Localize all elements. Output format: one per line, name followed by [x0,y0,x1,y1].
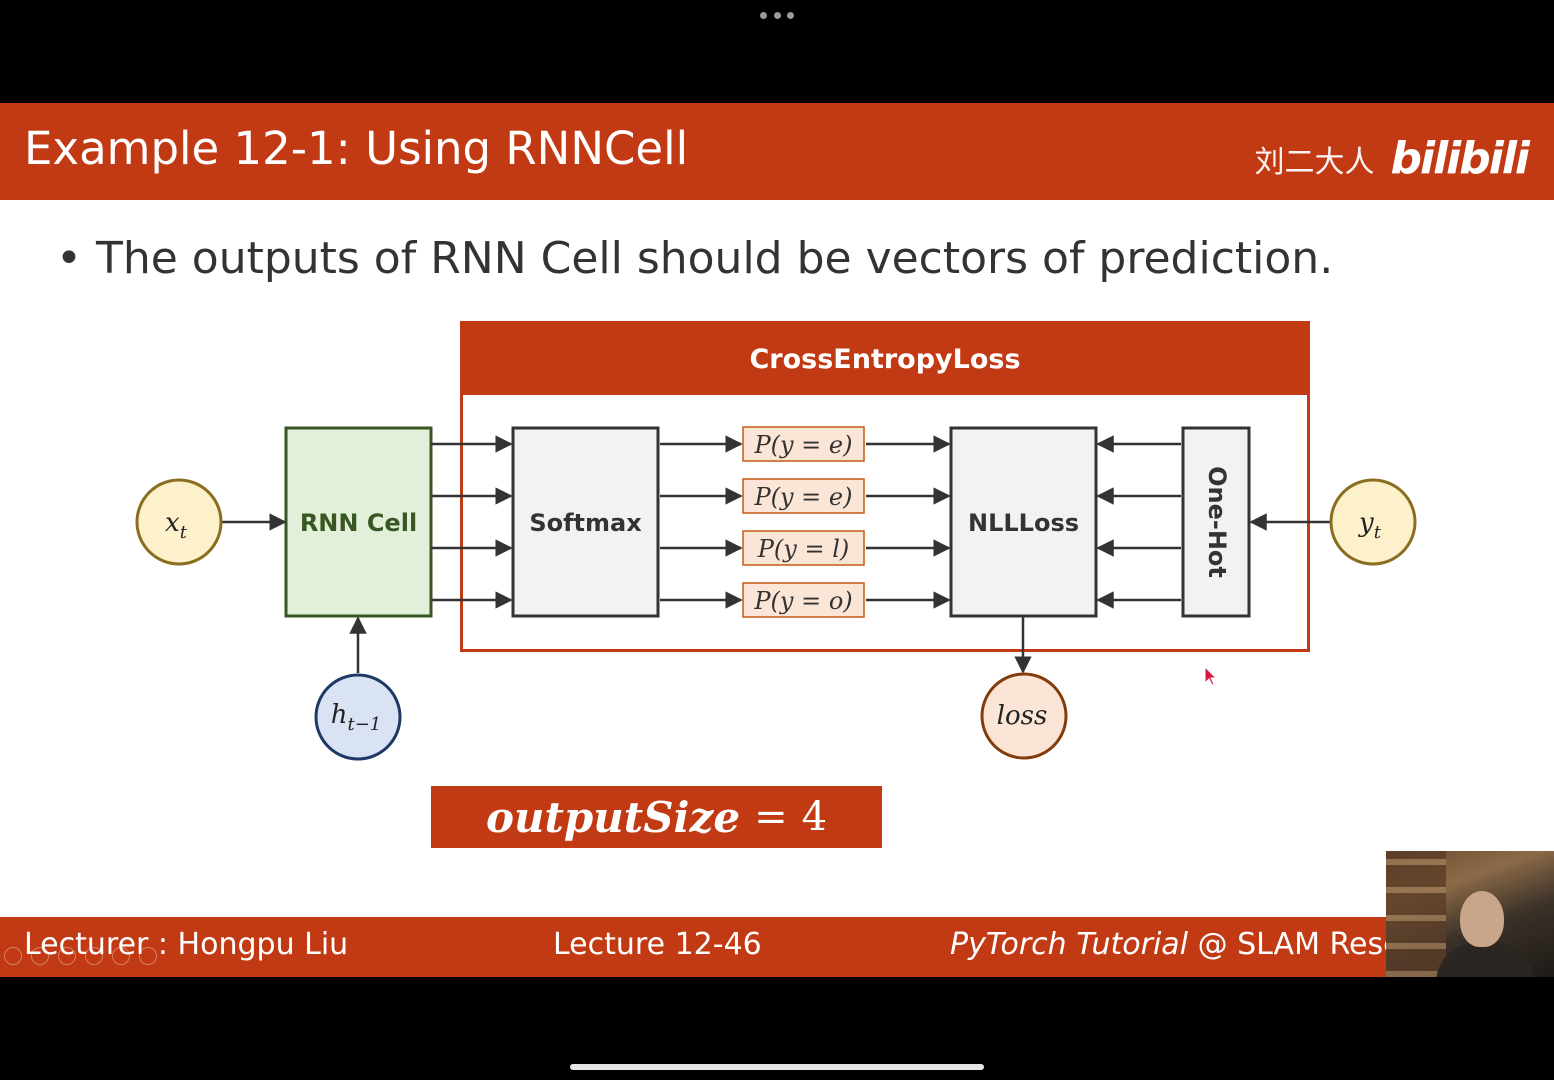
bullet-label: The outputs of RNN Cell should be vector… [95,233,1334,284]
output-size-label: outputSize [485,792,741,842]
prob-box-3 [742,530,865,566]
loss-node [980,672,1068,760]
presenter-face [1460,891,1504,947]
target-node-y [1329,478,1417,566]
nllloss-box [949,426,1098,618]
slides-grid-icon[interactable] [85,947,103,965]
softmax-box [511,426,660,618]
input-node-x [135,478,223,566]
footer-series-rest: @ SLAM Resea [1188,927,1420,962]
webcam-overlay [1386,851,1554,977]
output-size-equals: = [754,794,788,840]
footer-series: PyTorch Tutorial @ SLAM Resea [950,927,1420,962]
title-bar: Example 12-1: Using RNNCell 刘二大人 bilibil… [0,103,1554,200]
watermark: 刘二大人 bilibili [1254,133,1530,184]
onehot-box [1181,426,1251,618]
bookshelf-image [1386,851,1446,977]
zoom-icon[interactable] [112,947,130,965]
next-slide-icon[interactable] [31,947,49,965]
input-node-label: xt [165,508,188,543]
prob-label-4: P(y = o) [753,587,852,615]
top-dots-handle[interactable] [760,10,794,20]
footer-bar: Lecturer : Hongpu Liu Lecture 12-46 PyTo… [0,917,1554,977]
rnn-cell-box [284,426,433,618]
onehot-label: One-Hot [1203,466,1231,578]
rnn-diagram: CrossEntropyLoss RNN Cell Softmax NLLLos… [135,321,1417,761]
prob-box-4 [742,582,865,618]
more-options-icon[interactable] [139,947,157,965]
pen-icon[interactable] [58,947,76,965]
bullet-dot-icon: • [56,233,82,284]
arrows [222,435,1331,674]
presenter-body [1436,943,1534,977]
crossentropy-label: CrossEntropyLoss [749,344,1020,375]
softmax-label: Softmax [529,509,642,537]
footer-lecture-number: Lecture 12-46 [553,927,762,962]
home-indicator[interactable] [570,1064,984,1070]
prob-label-3: P(y = l) [757,535,849,563]
prob-label-1: P(y = e) [753,431,852,459]
bilibili-logo: bilibili [1390,133,1530,184]
watermark-author: 刘二大人 [1254,144,1375,180]
hidden-node-label: ht−1 [331,700,382,735]
mouse-cursor-icon [1204,665,1218,686]
nllloss-label: NLLLoss [968,509,1079,537]
loss-node-label: loss [997,701,1048,731]
prob-box-1 [742,426,865,462]
slide-title: Example 12-1: Using RNNCell [24,122,689,175]
hidden-node-h [314,673,402,761]
crossentropy-header [461,322,1309,395]
prob-box-2 [742,478,865,514]
probability-boxes: P(y = e) P(y = e) P(y = l) P(y = o) [742,426,865,618]
output-size-banner: outputSize = 4 [431,786,882,848]
footer-series-italic: PyTorch Tutorial [950,927,1189,962]
rnn-cell-label: RNN Cell [300,509,417,537]
prev-slide-icon[interactable] [4,947,22,965]
presentation-controls [4,947,157,965]
footer-lecturer: Lecturer : Hongpu Liu [24,927,349,962]
bullet-text: • The outputs of RNN Cell should be vecto… [56,233,1333,284]
output-size-value: 4 [801,794,828,840]
slide: Example 12-1: Using RNNCell 刘二大人 bilibil… [0,103,1554,977]
target-node-label: yt [1358,508,1382,543]
prob-label-2: P(y = e) [753,483,852,511]
